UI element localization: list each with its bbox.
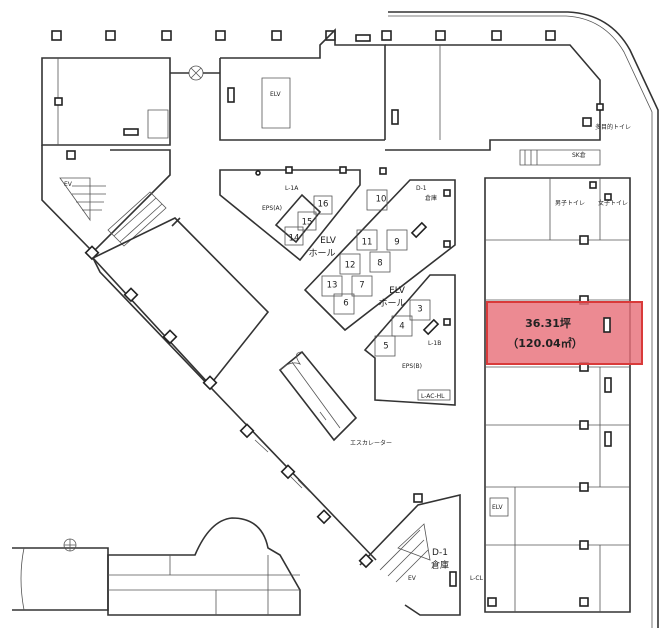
plan-label: 男子トイレ <box>555 200 585 207</box>
plan-label: 倉庫 <box>425 194 437 202</box>
plan-label: D-1 <box>432 548 448 558</box>
plan-label: L-1A <box>285 185 299 192</box>
plan-label: 15 <box>302 218 313 228</box>
outer-boundary <box>388 11 659 628</box>
south-elevator-core: 3 4 5 L-1B EPS(B) L-AC-HL <box>363 274 456 406</box>
west-diagonal-block <box>91 217 377 561</box>
plan-label: EPS(B) <box>402 363 422 370</box>
left-stair-block: EV <box>41 145 171 261</box>
plan-label: 3 <box>417 305 422 315</box>
area-tsubo-label: 36.31坪 <box>525 317 571 330</box>
plan-label: 10 <box>376 195 387 205</box>
plan-label: L-AC-HL <box>421 393 445 400</box>
area-sqm-label: （120.04㎡） <box>507 336 582 350</box>
escalator: エスカレーター <box>278 350 392 447</box>
plan-label: 9 <box>394 238 399 248</box>
plan-label: 13 <box>327 281 338 291</box>
south-stair-block: EV D-1 倉庫 L-CL <box>358 493 484 616</box>
plan-label: 女子トイレ <box>598 199 628 207</box>
plan-label: 8 <box>377 259 382 269</box>
plan-label: 16 <box>318 200 329 210</box>
highlighted-unit[interactable]: 36.31坪 （120.04㎡） <box>486 301 643 365</box>
plan-label: ホール <box>378 298 405 309</box>
central-elevator-core: 10 11 9 12 8 13 7 6 D-1 倉庫 <box>303 167 456 332</box>
plan-label: 5 <box>383 342 388 352</box>
plan-label: エスカレーター <box>350 439 392 447</box>
plan-label: 多目的トイレ <box>595 123 631 131</box>
plan-label: EV <box>408 575 417 582</box>
plan-label: ELV <box>320 236 337 246</box>
plan-label: 14 <box>289 234 300 244</box>
plan-label: 倉庫 <box>431 559 449 571</box>
plan-label: 4 <box>399 322 404 332</box>
plan-label: D-1 <box>416 185 427 192</box>
top-left-block <box>41 57 220 160</box>
north-elevator-core: 14 15 16 L-1A EPS(A) <box>219 166 361 262</box>
plan-label: EPS(A) <box>262 205 282 212</box>
plan-label: L-CL <box>470 575 484 582</box>
plan-label: SK倉 <box>572 151 586 159</box>
plan-label: 12 <box>345 261 356 271</box>
plan-label: ELV <box>270 91 281 98</box>
bottom-left-block <box>12 517 301 616</box>
top-middle-block: ELV <box>219 28 386 141</box>
top-columns <box>51 30 556 41</box>
top-right-block: 多目的トイレ SK倉 <box>385 44 631 166</box>
plan-label: 11 <box>362 238 373 248</box>
plan-label: L-1B <box>428 340 441 347</box>
plan-label: 7 <box>359 281 364 291</box>
plan-label: ホール <box>308 248 335 259</box>
plan-label: ELV <box>389 286 406 296</box>
plan-label: 6 <box>343 299 348 309</box>
east-rooms: 男子トイレ 女子トイレ ELV <box>484 177 631 613</box>
plan-label: ELV <box>492 504 503 511</box>
plan-label: EV <box>64 181 73 188</box>
